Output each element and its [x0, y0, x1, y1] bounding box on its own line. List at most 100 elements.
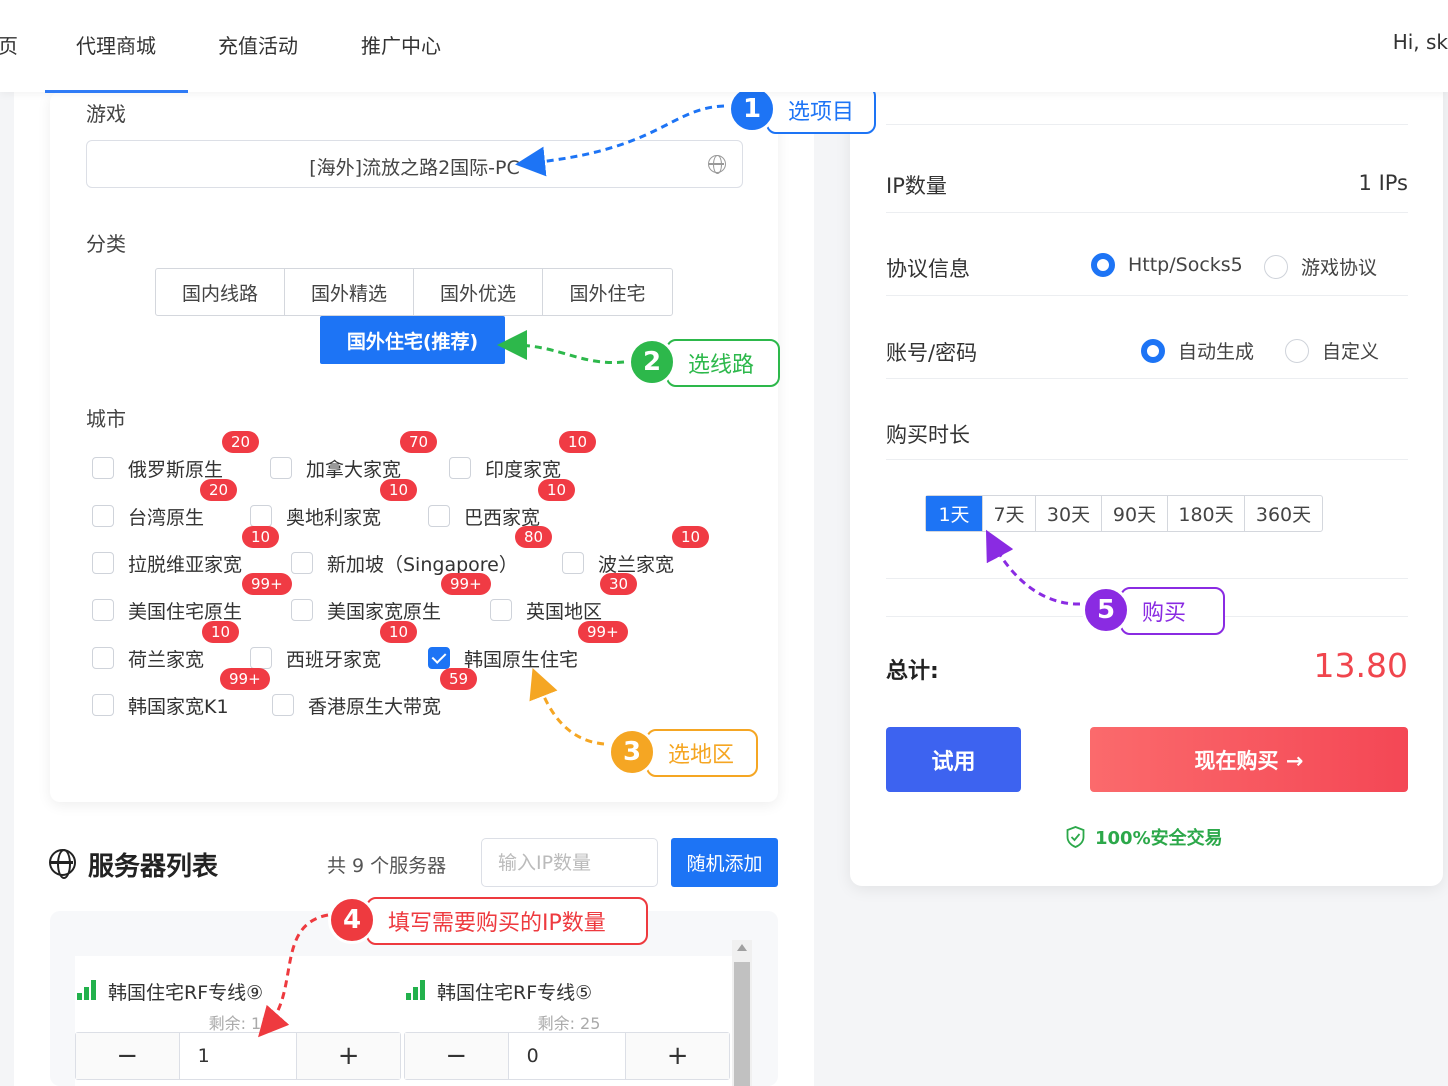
callout-number: 3 [608, 728, 656, 776]
city-count-badge: 10 [202, 621, 240, 643]
callout-step-3: 3 选地区 [608, 728, 758, 777]
city-checkbox[interactable] [92, 505, 114, 527]
quantity-value[interactable]: 0 [507, 1033, 627, 1079]
buy-now-button[interactable]: 现在购买 → [1090, 727, 1408, 792]
server-count: 共 9 个服务器 [327, 855, 447, 877]
city-count-badge: 80 [515, 526, 553, 548]
nav-item-proxy-mall[interactable]: 代理商城 [76, 34, 156, 58]
user-greeting[interactable]: Hi, sk [1392, 30, 1448, 54]
city-count-badge: 10 [672, 526, 710, 548]
protocol-game-radio[interactable]: 游戏协议 [1264, 253, 1377, 280]
protocol-http-socks5-radio[interactable]: Http/Socks5 [1091, 253, 1243, 277]
ip-count-value: 1 IPs [1358, 171, 1408, 195]
top-nav: 页 代理商城 充值活动 推广中心 Hi, sk [0, 0, 1448, 93]
decrement-button[interactable]: − [76, 1033, 179, 1079]
radio-empty-icon [1285, 338, 1309, 363]
decrement-button[interactable]: − [405, 1033, 508, 1079]
city-checkbox-checked[interactable] [428, 647, 450, 669]
city-item[interactable]: 新加坡（Singapore）80 [291, 526, 553, 578]
nav-item-home[interactable]: 页 [0, 34, 18, 58]
quantity-value[interactable]: 1 [178, 1033, 298, 1079]
account-auto-radio[interactable]: 自动生成 [1141, 337, 1254, 364]
trial-button[interactable]: 试用 [886, 727, 1021, 792]
city-checkbox[interactable] [92, 552, 114, 574]
duration-90-days[interactable]: 90天 [1102, 496, 1168, 531]
city-checkbox[interactable] [490, 599, 512, 621]
ip-quantity-input[interactable] [481, 838, 658, 887]
category-domestic[interactable]: 国内线路 [156, 269, 285, 315]
city-count-badge: 99+ [441, 573, 491, 595]
total-label: 总计: [886, 659, 939, 684]
category-label: 分类 [86, 232, 126, 256]
city-count-badge: 99+ [242, 573, 292, 595]
city-checkbox[interactable] [449, 457, 471, 479]
city-checkbox[interactable] [562, 552, 584, 574]
server-name: 韩国住宅RF专线⑨ [108, 982, 264, 1004]
callout-step-5: 5 购买 [1082, 586, 1225, 635]
callout-number: 1 [728, 85, 776, 133]
city-checkbox[interactable] [272, 694, 294, 716]
signal-icon [77, 980, 99, 1000]
game-label: 游戏 [86, 102, 126, 126]
callout-text: 选地区 [668, 743, 735, 768]
category-overseas-premium[interactable]: 国外优选 [414, 269, 543, 315]
city-count-badge: 10 [380, 479, 418, 501]
nav-active-indicator [45, 90, 188, 93]
account-custom-radio[interactable]: 自定义 [1285, 337, 1379, 364]
city-checkbox[interactable] [92, 647, 114, 669]
callout-number: 4 [328, 896, 376, 944]
city-checkbox[interactable] [428, 505, 450, 527]
game-select[interactable]: [海外]流放之路2国际-PC [86, 140, 743, 188]
nav-item-recharge[interactable]: 充值活动 [218, 34, 298, 58]
city-checkbox[interactable] [270, 457, 292, 479]
divider [886, 212, 1408, 213]
increment-button[interactable]: + [626, 1033, 730, 1079]
category-overseas-residential-recommended[interactable]: 国外住宅(推荐) [320, 316, 505, 364]
nav-item-promotion[interactable]: 推广中心 [361, 34, 441, 58]
duration-1-day[interactable]: 1天 [926, 496, 983, 531]
category-overseas-select[interactable]: 国外精选 [285, 269, 414, 315]
city-checkbox[interactable] [92, 694, 114, 716]
server-remaining: 剩余: 13 [208, 1014, 272, 1033]
increment-button[interactable]: + [297, 1033, 401, 1079]
radio-selected-icon [1141, 338, 1165, 363]
category-tabs: 国内线路 国外精选 国外优选 国外住宅 [155, 268, 673, 316]
server-name: 韩国住宅RF专线⑤ [437, 982, 593, 1004]
callout-number: 5 [1082, 586, 1130, 634]
radio-empty-icon [1264, 254, 1288, 279]
city-checkbox[interactable] [250, 647, 272, 669]
duration-7-days[interactable]: 7天 [983, 496, 1036, 531]
scroll-up-arrow-icon[interactable] [737, 944, 747, 951]
server-card: 韩国住宅RF专线⑨ 剩余: 13 − 1 + [75, 956, 405, 1086]
callout-step-4: 4 填写需要购买的IP数量 [328, 896, 648, 945]
duration-30-days[interactable]: 30天 [1036, 496, 1102, 531]
scrollbar-thumb[interactable] [734, 962, 750, 1086]
category-overseas-residential[interactable]: 国外住宅 [569, 282, 646, 305]
random-add-button[interactable]: 随机添加 [671, 838, 778, 887]
server-list-scrollbar[interactable] [732, 940, 752, 1086]
city-checkbox[interactable] [92, 457, 114, 479]
city-count-badge: 10 [242, 526, 280, 548]
city-checkbox[interactable] [250, 505, 272, 527]
city-checkbox[interactable] [291, 599, 313, 621]
city-checkbox[interactable] [291, 552, 313, 574]
duration-180-days[interactable]: 180天 [1168, 496, 1245, 531]
city-checkbox[interactable] [92, 599, 114, 621]
duration-360-days[interactable]: 360天 [1255, 504, 1312, 526]
